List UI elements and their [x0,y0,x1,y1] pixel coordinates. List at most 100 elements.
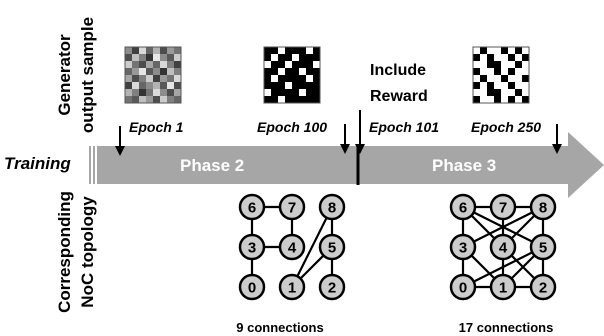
topology-node-label: 7 [499,200,507,217]
sample-pixel [515,61,523,69]
sample-pixel [508,61,516,69]
sample-pixel [306,54,314,62]
sample-pixel [515,47,523,55]
sample-pixel [278,82,286,90]
topology-node-circle [449,233,477,261]
topology-node-label: 4 [499,240,508,257]
sample-pixel [292,47,300,55]
sample-pixel [278,61,286,69]
sample-pixel [480,47,488,55]
topology-node: 5 [529,233,557,261]
sample-pixel [480,82,488,90]
sample-pixel [473,75,481,83]
sample-pixel [285,68,293,76]
sample-pixel [153,82,161,90]
sample-pixel [473,68,481,76]
sample-pixel [132,75,140,83]
sample-pixel [306,61,314,69]
sample-pixel [278,75,286,83]
topology-node: 8 [529,193,557,221]
sample-pixel [264,61,272,69]
sample-image-epoch-1 [124,46,182,104]
sample-pixel [125,82,133,90]
sample-pixel [508,75,516,83]
topology-node: 7 [489,193,517,221]
sample-pixel [264,75,272,83]
topology-node-label: 3 [248,240,256,257]
sample-pixel [285,61,293,69]
sample-pixel [501,47,509,55]
sample-pixel [299,54,307,62]
sample-pixel [480,96,488,104]
sample-pixel [501,54,509,62]
sample-pixel [139,54,147,62]
sample-pixel [174,61,182,69]
sample-pixel [473,82,481,90]
sample-pixel [306,47,314,55]
sample-pixel [264,68,272,76]
sample-pixel [278,89,286,97]
sample-pixel [285,75,293,83]
sample-pixel [146,47,154,55]
sample-pixel [153,47,161,55]
sample-pixel [306,75,314,83]
sample-pixel [271,47,279,55]
sample-pixel [501,89,509,97]
sample-pixel [160,96,168,104]
sample-pixel [522,82,530,90]
sample-pixel [494,82,502,90]
sample-pixel [174,82,182,90]
sample-pixel [125,54,133,62]
sample-pixel [487,96,495,104]
topology-node: 8 [318,193,346,221]
sample-border [124,46,182,104]
down-arrow-epoch-1 [115,126,125,156]
sample-pixel [153,54,161,62]
sample-pixel [508,47,516,55]
topology-node-label: 4 [288,240,297,257]
sample-pixel [508,68,516,76]
epoch-label-101: Epoch 101 [369,119,439,135]
sample-pixel [292,54,300,62]
topology-node-label: 5 [539,240,547,257]
topology-node-circle [318,233,346,261]
sample-pixel [167,68,175,76]
sample-pixel [160,47,168,55]
sample-pixel [160,75,168,83]
sample-pixel [313,47,321,55]
sample-pixel [306,68,314,76]
sample-pixel [494,47,502,55]
topology-node-circle [529,193,557,221]
sample-pixel [264,96,272,104]
sample-pixel [146,54,154,62]
topology-node: 3 [238,233,266,261]
topology-node: 5 [318,233,346,261]
sample-pixel [167,82,175,90]
sample-pixel [306,96,314,104]
topology-node-circle [238,193,266,221]
topology-node: 4 [278,233,306,261]
sample-pixel [299,89,307,97]
sample-pixel [285,82,293,90]
sample-pixel [278,68,286,76]
down-arrow-epoch-100 [340,124,350,154]
sample-pixel [174,75,182,83]
generator-label-line2: output sample [78,17,97,133]
sample-pixel [292,82,300,90]
sample-pixel [473,89,481,97]
sample-pixel [167,61,175,69]
sample-pixel [522,61,530,69]
generator-label-line1: Generator [55,34,74,116]
sample-pixel [299,47,307,55]
topology-node-circle [529,233,557,261]
sample-pixel [174,89,182,97]
sample-pixel [313,82,321,90]
sample-pixel [508,54,516,62]
sample-pixel [132,47,140,55]
sample-pixel [264,89,272,97]
sample-pixel [480,89,488,97]
topology-node-label: 0 [459,280,467,297]
sample-pixel [306,89,314,97]
